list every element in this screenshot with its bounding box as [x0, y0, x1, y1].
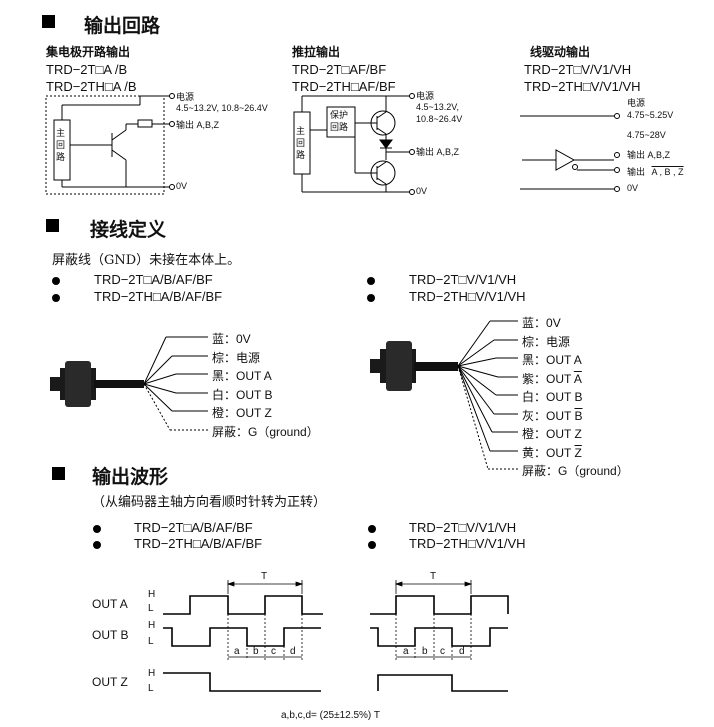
- waveform-left-model-1: TRD−2T□A/B/AF/BF: [134, 520, 253, 535]
- bullet-dot: [93, 525, 101, 533]
- oc-model-2: TRD−2TH□A /B: [46, 79, 137, 94]
- ld-voltage-2: 4.75~28V: [627, 130, 666, 140]
- right-wire-label: 黑：OUT A: [522, 353, 582, 367]
- right-out-z-wave: [377, 674, 508, 692]
- right-wire-label: 紫：OUT A: [522, 372, 582, 386]
- bullet-dot: [368, 541, 376, 549]
- oc-voltage: 4.5~13.2V, 10.8~26.4V: [176, 103, 268, 113]
- ld-power-label: 电源: [627, 98, 646, 108]
- level-h: H: [148, 620, 156, 631]
- left-out-z-wave: [163, 672, 321, 692]
- wiring-left-model-2: TRD−2TH□A/B/AF/BF: [94, 289, 223, 304]
- oc-main-circuit-label: 主回路: [56, 129, 66, 163]
- pp-voltage-1: 4.5~13.2V,: [416, 102, 459, 112]
- signal-label-out-b: OUT B: [92, 628, 129, 642]
- ld-voltage-1: 4.75~5.25V: [627, 110, 674, 120]
- level-l: L: [148, 603, 154, 614]
- left-wire-label: 蓝：0V: [212, 332, 251, 346]
- level-h: H: [148, 668, 156, 679]
- section-bullet: [46, 219, 59, 232]
- left-out-b-wave: [163, 627, 321, 647]
- right-wire-label: 棕：电源: [522, 335, 571, 349]
- right-out-a-wave: [370, 595, 509, 615]
- wiring-note: 屏蔽线（GND）未接在本体上。: [52, 253, 241, 268]
- oc-title: 集电极开路输出: [46, 45, 131, 59]
- left-encoder-body: [60, 368, 96, 400]
- left-wire-label: 棕：电源: [212, 351, 261, 365]
- phase-b-left: b: [253, 646, 259, 657]
- bullet-dot: [367, 277, 375, 285]
- right-wire-label: 屏蔽：G（ground）: [522, 464, 629, 478]
- phase-a-left: a: [234, 646, 240, 657]
- right-wire-label: 黄：OUT Z: [522, 446, 582, 460]
- signal-label-out-z: OUT Z: [92, 675, 128, 689]
- ld-output-label-1: 输出 A,B,Z: [627, 150, 671, 160]
- phase-c-left: c: [271, 646, 276, 657]
- ld-model-1: TRD−2T□V/V1/VH: [524, 62, 632, 77]
- pp-protect-label: 保护回路: [330, 111, 349, 133]
- pp-power-label: 电源: [416, 91, 435, 101]
- waveform-right-model-2: TRD−2TH□V/V1/VH: [409, 536, 526, 551]
- phase-c-right: c: [440, 646, 445, 657]
- section-title-output-circuit: 输出回路: [84, 15, 161, 37]
- right-encoder-body: [380, 349, 416, 383]
- ld-model-2: TRD−2TH□V/V1/VH: [524, 79, 641, 94]
- signal-label-out-a: OUT A: [92, 597, 128, 611]
- direction-note: （从编码器主轴方向看顺时针转为正转）: [92, 495, 327, 510]
- pp-model-2: TRD−2TH□AF/BF: [292, 79, 396, 94]
- ld-zero-label: 0V: [627, 183, 639, 193]
- period-label-right: T: [430, 571, 437, 582]
- pp-output-label: 输出 A,B,Z: [416, 147, 460, 157]
- phase-b-right: b: [422, 646, 428, 657]
- left-out-a-wave: [163, 595, 323, 615]
- oc-zero-label: 0V: [176, 181, 188, 191]
- level-l: L: [148, 636, 154, 647]
- section-title-waveform: 输出波形: [92, 466, 169, 488]
- section-bullet: [42, 15, 55, 28]
- phase-formula: a,b,c,d= (25±12.5%) T: [281, 710, 380, 721]
- pp-voltage-2: 10.8~26.4V: [416, 114, 463, 124]
- section-title-wiring: 接线定义: [90, 219, 167, 241]
- pp-title: 推拉输出: [292, 45, 341, 59]
- pp-zero-label: 0V: [416, 186, 428, 196]
- left-wire-label: 屏蔽：G（ground）: [212, 425, 319, 439]
- bullet-dot: [93, 541, 101, 549]
- section-bullet: [52, 467, 65, 480]
- ld-output-2-bars: A , B , Z: [651, 167, 684, 177]
- ld-output-label-2: 输出 A , B , Z: [627, 165, 684, 178]
- waveform-left-model-2: TRD−2TH□A/B/AF/BF: [134, 536, 263, 551]
- right-out-b-wave: [370, 627, 508, 647]
- left-wire-label: 橙：OUT Z: [212, 406, 272, 420]
- oc-model-1: TRD−2T□A /B: [46, 62, 128, 77]
- wiring-left-model-1: TRD−2T□A/B/AF/BF: [94, 272, 213, 287]
- waveform-right-model-1: TRD−2T□V/V1/VH: [409, 520, 517, 535]
- wiring-right-model-1: TRD−2T□V/V1/VH: [409, 272, 517, 287]
- phase-a-right: a: [403, 646, 409, 657]
- right-wire-label: 灰：OUT B: [522, 409, 583, 423]
- left-wire-label: 黑：OUT A: [212, 369, 272, 383]
- wiring-right-model-2: TRD−2TH□V/V1/VH: [409, 289, 526, 304]
- bullet-dot: [368, 525, 376, 533]
- pp-main-circuit-label: 主回路: [296, 127, 306, 161]
- level-l: L: [148, 683, 154, 694]
- period-label-left: T: [261, 571, 268, 582]
- ld-title: 线驱动输出: [530, 45, 591, 59]
- bullet-dot: [52, 294, 60, 302]
- right-wire-label: 橙：OUT Z: [522, 427, 582, 441]
- level-h: H: [148, 589, 156, 600]
- phase-d-right: d: [459, 646, 465, 657]
- bullet-dot: [367, 294, 375, 302]
- phase-d-left: d: [290, 646, 296, 657]
- oc-power-label: 电源: [176, 92, 195, 102]
- oc-output-label: 输出 A,B,Z: [176, 120, 220, 130]
- pp-model-1: TRD−2T□AF/BF: [292, 62, 387, 77]
- bullet-dot: [52, 277, 60, 285]
- left-wire-label: 白：OUT B: [212, 388, 273, 402]
- right-wire-label: 白：OUT B: [522, 390, 583, 404]
- right-wire-label: 蓝：0V: [522, 316, 561, 330]
- ld-output-2-prefix: 输出: [627, 167, 646, 177]
